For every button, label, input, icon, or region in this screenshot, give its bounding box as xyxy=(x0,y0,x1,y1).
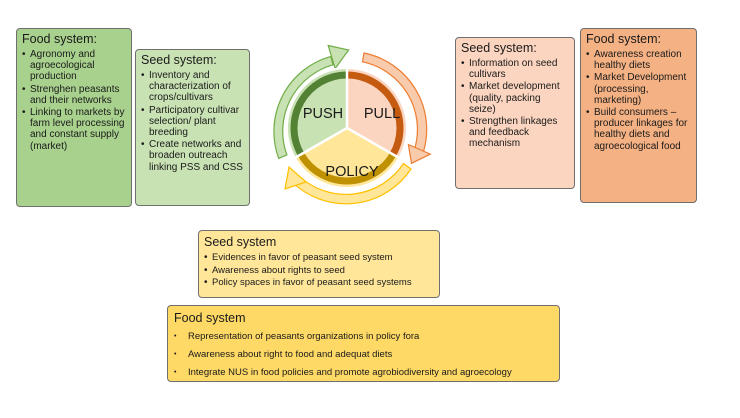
list-item: Linking to markets by farm level process… xyxy=(22,107,126,152)
push-label: PUSH xyxy=(303,106,343,122)
cycle-arrowhead-orange xyxy=(407,143,432,165)
sector-divider xyxy=(292,126,348,161)
seed-system-right-box: Seed system: Information on seed cultiva… xyxy=(455,37,575,189)
bullet-list: Inventory and characterization of crops/… xyxy=(141,70,244,173)
box-title: Seed system xyxy=(204,235,277,249)
cycle-arrowhead-green xyxy=(327,44,350,70)
list-item: Inventory and characterization of crops/… xyxy=(141,70,244,104)
box-title: Food system: xyxy=(22,32,98,46)
list-item: Market Development (processing, marketin… xyxy=(586,72,691,106)
list-item: Awareness about rights to seed xyxy=(204,265,434,278)
seed-system-bottom-box: Seed system Evidences in favor of peasan… xyxy=(198,230,440,298)
list-item: Awareness creation healthy diets xyxy=(586,49,691,71)
list-item: Information on seed cultivars xyxy=(461,58,569,80)
box-title: Seed system: xyxy=(461,41,537,55)
list-item: Create networks and broaden outreach lin… xyxy=(141,139,244,173)
seed-system-left-box: Seed system: Inventory and characterizat… xyxy=(135,49,250,206)
list-item: Participatory cultivar selection/ plant … xyxy=(141,105,244,139)
list-item: Market development (quality, packing sei… xyxy=(461,81,569,115)
policy-band xyxy=(298,152,396,185)
bullet-list: Agronomy and agroecological production S… xyxy=(22,49,126,152)
box-title: Food system: xyxy=(586,32,662,46)
list-item: Strengthen linkages and feedback mechani… xyxy=(461,116,569,150)
bullet-list: Awareness creation healthy diets Market … xyxy=(586,49,691,152)
list-item: Agronomy and agroecological production xyxy=(22,49,126,83)
bullet-list: Representation of peasants organizations… xyxy=(174,331,553,379)
list-item: Policy spaces in favor of peasant seed s… xyxy=(204,277,434,290)
list-item: Awareness about right to food and adequa… xyxy=(174,349,553,361)
bullet-list: Evidences in favor of peasant seed syste… xyxy=(204,252,434,290)
sector-divider xyxy=(346,126,402,161)
food-system-left-box: Food system: Agronomy and agroecological… xyxy=(16,28,132,207)
list-item: Evidences in favor of peasant seed syste… xyxy=(204,252,434,265)
box-title: Seed system: xyxy=(141,53,217,67)
food-system-bottom-box: Food system Representation of peasants o… xyxy=(167,305,560,382)
box-title: Food system xyxy=(174,311,246,325)
cycle-arrowhead-yellow xyxy=(284,165,308,190)
food-system-right-box: Food system: Awareness creation healthy … xyxy=(580,28,697,203)
list-item: Representation of peasants organizations… xyxy=(174,331,553,343)
list-item: Strenghen peasants and their networks xyxy=(22,84,126,106)
list-item: Integrate NUS in food policies and promo… xyxy=(174,367,553,379)
pull-band xyxy=(346,71,404,157)
push-band xyxy=(290,71,348,157)
bullet-list: Information on seed cultivars Market dev… xyxy=(461,58,569,150)
push-pull-policy-cycle: PUSH PULL POLICY xyxy=(273,44,432,205)
policy-label: POLICY xyxy=(325,164,379,180)
list-item: Build consumers – producer linkages for … xyxy=(586,107,691,152)
cycle-arrow-green xyxy=(273,55,334,160)
pull-label: PULL xyxy=(364,106,400,122)
